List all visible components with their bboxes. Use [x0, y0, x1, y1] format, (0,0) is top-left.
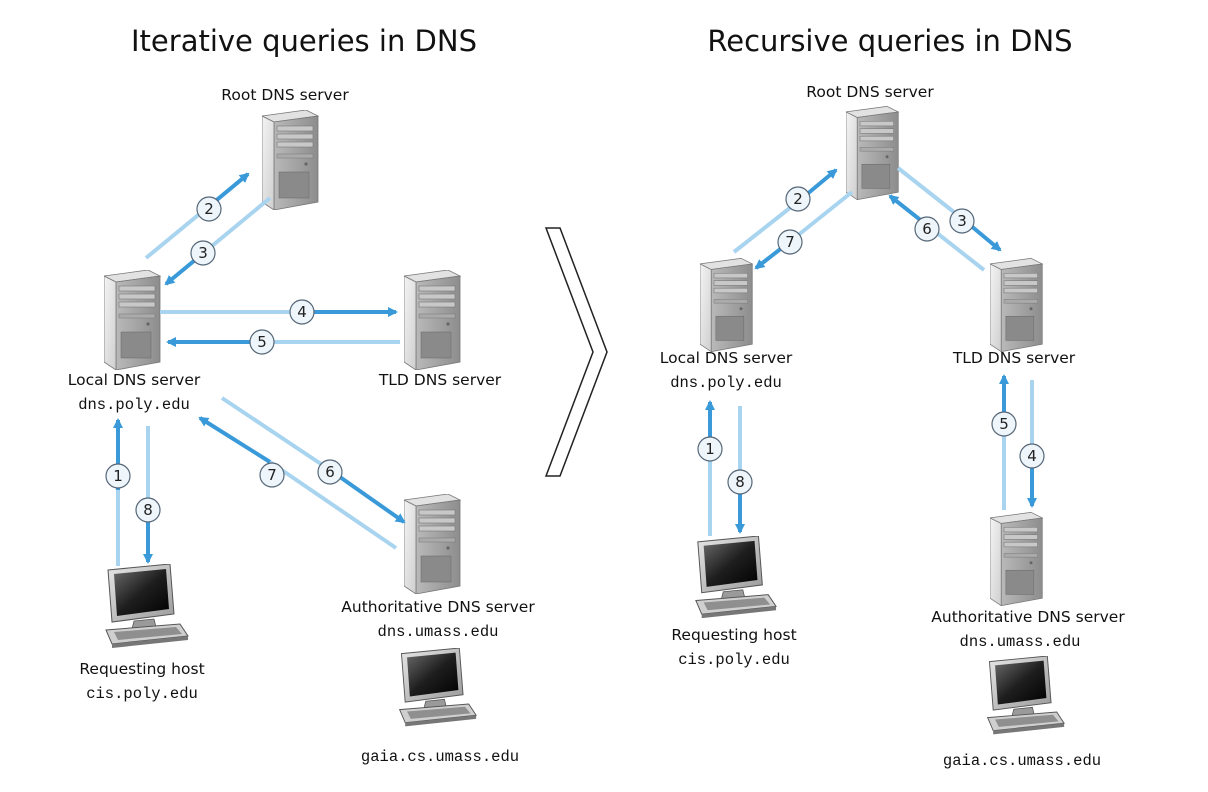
requesting-host-icon: [695, 536, 777, 619]
step-7-badge: 7: [259, 462, 285, 488]
chevron-divider: [544, 227, 608, 477]
iterative-title: Iterative queries in DNS: [131, 24, 477, 58]
local-server-label: Local DNS server: [660, 349, 793, 367]
step-8-number: 8: [735, 473, 745, 491]
step-4-badge: 4: [1019, 443, 1045, 469]
step-6-number: 6: [325, 463, 335, 481]
step-1-number: 1: [705, 440, 715, 458]
step-8-badge: 8: [135, 497, 161, 523]
auth-server-host: dns.umass.edu: [378, 623, 499, 641]
step-7-arrow-tail: [268, 460, 398, 550]
step-2-badge: 2: [196, 196, 222, 222]
requesting-host-label: Requesting host: [79, 660, 204, 678]
recursive-panel: Root DNS server Local DNS server dns.pol…: [660, 83, 1126, 770]
step-4-number: 4: [1027, 447, 1037, 465]
target-host-name: gaia.cs.umass.edu: [943, 752, 1101, 770]
root-server-label: Root DNS server: [806, 83, 934, 101]
auth-server-label: Authoritative DNS server: [341, 598, 535, 616]
auth-server-label: Authoritative DNS server: [931, 608, 1125, 626]
target-host-icon: [399, 648, 477, 727]
step-7-badge: 7: [777, 229, 803, 255]
root-server-label: Root DNS server: [221, 86, 349, 104]
root-server-icon: [262, 110, 319, 210]
step-2-number: 2: [793, 190, 803, 208]
step-7-number: 7: [267, 466, 277, 484]
requesting-host-icon: [105, 564, 189, 649]
step-3-arrow-tail: [896, 166, 966, 222]
auth-server-icon: [404, 494, 461, 594]
requesting-host-name: cis.poly.edu: [86, 685, 198, 703]
iterative-panel: Root DNS server Local DNS server dns.pol…: [68, 86, 536, 766]
step-3-number: 3: [198, 244, 208, 262]
step-7-arrow-tail: [790, 190, 854, 242]
step-6-badge: 6: [914, 216, 940, 242]
step-2-badge: 2: [785, 186, 811, 212]
step-6-arrow: [328, 468, 406, 524]
local-server-host: dns.poly.edu: [670, 374, 782, 392]
step-2-arrow-tail: [732, 198, 802, 254]
step-8-badge: 8: [727, 469, 753, 495]
step-6-number: 6: [922, 220, 932, 238]
step-4-number: 4: [297, 303, 307, 321]
step-5-badge: 5: [249, 329, 275, 355]
step-8-number: 8: [143, 501, 153, 519]
tld-server-icon: [990, 258, 1043, 352]
tld-server-label: TLD DNS server: [952, 349, 1076, 367]
step-5-number: 5: [999, 415, 1009, 433]
tld-server-icon: [404, 270, 461, 370]
step-6-arrow-tail: [220, 396, 332, 472]
tld-server-label: TLD DNS server: [378, 371, 502, 389]
requesting-host-label: Requesting host: [671, 626, 796, 644]
local-server-icon: [700, 258, 753, 352]
requesting-host-name: cis.poly.edu: [678, 651, 790, 669]
auth-server-host: dns.umass.edu: [960, 633, 1081, 651]
step-3-badge: 3: [949, 208, 975, 234]
step-1-number: 1: [113, 467, 123, 485]
step-5-badge: 5: [991, 411, 1017, 437]
step-4-badge: 4: [289, 299, 315, 325]
step-3-arrow-tail: [210, 196, 272, 248]
target-host-icon: [987, 656, 1065, 735]
step-3-number: 3: [957, 212, 967, 230]
local-server-label: Local DNS server: [68, 371, 201, 389]
step-2-number: 2: [204, 200, 214, 218]
step-7-arrow: [198, 416, 272, 464]
auth-server-icon: [990, 512, 1043, 606]
local-server-host: dns.poly.edu: [78, 396, 190, 414]
step-3-badge: 3: [190, 240, 216, 266]
step-1-badge: 1: [697, 436, 723, 462]
step-6-badge: 6: [317, 459, 343, 485]
recursive-title: Recursive queries in DNS: [707, 24, 1072, 58]
target-host-name: gaia.cs.umass.edu: [361, 748, 519, 766]
local-server-icon: [104, 270, 161, 370]
root-server-icon: [846, 106, 899, 200]
step-7-number: 7: [785, 233, 795, 251]
step-1-badge: 1: [105, 463, 131, 489]
step-5-number: 5: [257, 333, 267, 351]
